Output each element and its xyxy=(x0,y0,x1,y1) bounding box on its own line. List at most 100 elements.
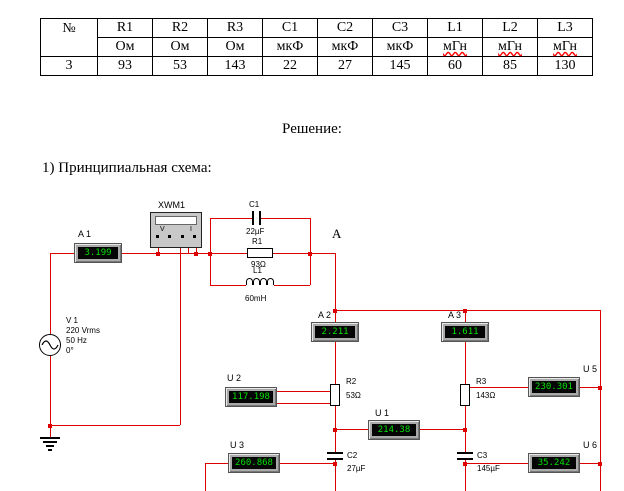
table-cell-r1-value: 93 xyxy=(97,56,153,76)
junction-dot xyxy=(463,428,467,432)
wire xyxy=(50,253,51,334)
c1-value: 22µF xyxy=(246,227,265,236)
l1-value: 60mH xyxy=(245,294,267,303)
wattmeter-v-terminal-label: V xyxy=(160,226,165,233)
ground-symbol xyxy=(40,437,60,439)
wire xyxy=(210,218,211,285)
r2-resistor-symbol xyxy=(330,384,340,406)
voltmeter-u3-label: U 3 xyxy=(230,440,245,450)
voltmeter-u3: 260.868 xyxy=(228,453,280,473)
r2-value: 53Ω xyxy=(346,391,361,400)
voltmeter-u1: 214.38 xyxy=(368,420,420,440)
wire xyxy=(280,463,335,464)
wire xyxy=(196,248,197,253)
c2-value: 27µF xyxy=(347,464,366,473)
source-label: V 1 xyxy=(66,316,79,325)
wire xyxy=(465,387,528,388)
wire xyxy=(310,218,311,285)
ammeter-a1: 3.199 xyxy=(74,243,122,263)
unit-label-misspelled: мГн xyxy=(553,39,577,54)
voltmeter-u1-label: U 1 xyxy=(375,408,390,418)
ammeter-a1-label: A 1 xyxy=(78,229,92,239)
wire xyxy=(158,248,159,253)
unit-label: Ом xyxy=(170,39,190,54)
ground-symbol xyxy=(43,441,57,443)
ground-symbol xyxy=(46,445,54,447)
junction-dot xyxy=(208,252,212,256)
wattmeter-label: XWM1 xyxy=(158,200,185,210)
junction-dot xyxy=(48,424,52,428)
ammeter-a2-label: A 2 xyxy=(318,310,332,320)
r3-value: 143Ω xyxy=(476,391,496,400)
wire xyxy=(335,460,336,491)
table-cell-l2-value: 85 xyxy=(482,56,538,76)
wire xyxy=(335,342,336,384)
wire xyxy=(205,463,228,464)
voltmeter-u2: 117.198 xyxy=(225,387,277,407)
table-cell-c1-value: 22 xyxy=(262,56,318,76)
table-cell-c3-value: 145 xyxy=(372,56,428,76)
r1-label: R1 xyxy=(252,237,263,246)
unit-label: Ом xyxy=(225,39,245,54)
wire xyxy=(261,218,310,219)
wire xyxy=(277,391,330,392)
wire xyxy=(122,253,247,254)
table-cell-r2-value: 53 xyxy=(152,56,208,76)
table-cell-l3-value: 130 xyxy=(537,56,593,76)
r3-label: R3 xyxy=(476,377,487,386)
wire xyxy=(335,310,600,311)
table-header-row: № R1 R2 R3 C1 C2 C3 L1 L2 L3 xyxy=(40,18,593,57)
unit-label-misspelled: мГн xyxy=(498,39,522,54)
table-cell-l3-header: L3 xyxy=(537,18,593,38)
wire xyxy=(465,342,466,384)
junction-dot xyxy=(598,462,602,466)
ammeter-a3: 1.611 xyxy=(441,322,489,342)
wattmeter-display xyxy=(155,216,197,225)
ammeter-a3-label: A 3 xyxy=(448,310,462,320)
c1-capacitor-symbol xyxy=(259,211,261,225)
wire xyxy=(580,463,600,464)
source-voltage: 220 Vrms xyxy=(66,326,100,335)
junction-dot xyxy=(333,309,337,313)
junction-dot xyxy=(308,252,312,256)
wire xyxy=(335,253,336,322)
voltmeter-u5-reading: 230.301 xyxy=(532,381,576,393)
junction-dot xyxy=(194,252,198,256)
junction-dot xyxy=(598,386,602,390)
wattmeter-terminals xyxy=(151,235,201,238)
ammeter-a1-reading: 3.199 xyxy=(78,247,118,259)
r3-resistor-symbol xyxy=(460,384,470,406)
parameters-table: № R1 R2 R3 C1 C2 C3 L1 L2 L3 Ом Ом Ом мк… xyxy=(40,18,593,76)
unit-label: мкФ xyxy=(331,39,359,54)
wire xyxy=(335,429,368,430)
wire xyxy=(273,253,335,254)
wire xyxy=(50,356,51,437)
wire xyxy=(420,429,465,430)
wire xyxy=(180,248,181,425)
junction-dot xyxy=(463,309,467,313)
source-phase: 0° xyxy=(66,346,74,355)
wire xyxy=(205,463,206,491)
voltmeter-u1-reading: 214.38 xyxy=(372,424,416,436)
c1-label: C1 xyxy=(249,200,260,209)
voltmeter-u5: 230.301 xyxy=(528,377,580,397)
wire xyxy=(465,463,528,464)
table-units-row: Ом Ом Ом мкФ мкФ мкФ мГн мГн мГн xyxy=(41,37,593,57)
table-cell-c2-unit: мкФ xyxy=(317,37,373,57)
voltmeter-u6-reading: 35.242 xyxy=(532,457,576,469)
table-values-row: 3 93 53 143 22 27 145 60 85 130 xyxy=(40,56,593,76)
voltmeter-u2-reading: 117.198 xyxy=(229,391,273,403)
table-cell-r1-unit: Ом xyxy=(97,37,153,57)
table-cell-c1-unit: мкФ xyxy=(262,37,318,57)
c2-capacitor-symbol xyxy=(327,452,343,454)
table-cell-l2-unit: мГн xyxy=(482,37,538,57)
c3-value: 145µF xyxy=(477,464,500,473)
r1-resistor-symbol xyxy=(247,248,273,258)
junction-dot xyxy=(333,428,337,432)
unit-label-misspelled: мГн xyxy=(443,39,467,54)
c3-label: C3 xyxy=(477,451,488,460)
wire xyxy=(188,248,189,253)
table-cell-number-header: № xyxy=(40,18,98,57)
